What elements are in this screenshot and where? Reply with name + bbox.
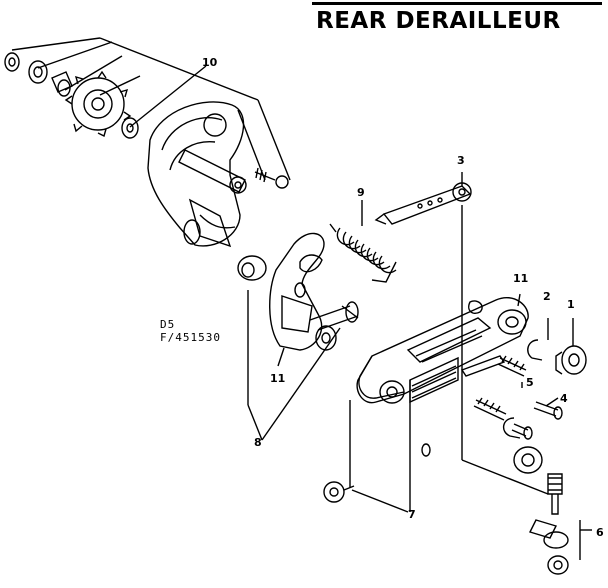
jockey-pulley-icon	[64, 70, 132, 138]
callout-1: 1	[567, 298, 575, 311]
anchor-bolt-icon	[529, 473, 569, 575]
callout-leaders	[247, 290, 592, 560]
callout-7: 7	[408, 508, 416, 521]
reference-code-line2: F/451530	[160, 331, 221, 344]
leader-lines-10	[11, 37, 291, 181]
washer-icon	[28, 60, 48, 84]
washer-icon	[121, 117, 139, 139]
callout-10: 10	[202, 56, 218, 69]
callout-3: 3	[457, 154, 465, 167]
pivot-bolt-icon	[309, 301, 359, 351]
callout-9: 9	[357, 186, 365, 199]
bushing-icon	[51, 71, 73, 93]
derailleur-body-icon	[356, 297, 529, 404]
lock-washer-icon	[513, 446, 543, 474]
screw-icon	[254, 167, 289, 189]
circlip-icon	[527, 339, 543, 361]
diagram-title: REAR DERAILLEUR	[316, 8, 561, 34]
nut-icon	[555, 345, 587, 375]
callout-11-right: 11	[513, 272, 529, 285]
pin-icon	[323, 380, 431, 503]
callout-4: 4	[560, 392, 568, 405]
pulley-cage-icon	[147, 101, 247, 248]
callout-11-left: 11	[270, 372, 286, 385]
callout-8: 8	[254, 436, 262, 449]
washer-icon	[237, 255, 267, 281]
outer-plate-icon	[269, 232, 325, 351]
link-arm-icon	[374, 182, 472, 225]
title-rule	[312, 2, 602, 5]
callout-5: 5	[526, 376, 534, 389]
circlip-icon	[503, 417, 521, 439]
coil-spring-icon	[329, 223, 397, 283]
washer-icon	[4, 52, 20, 72]
reference-code-line1: D5	[160, 318, 176, 331]
callout-2: 2	[543, 290, 551, 303]
callout-6: 6	[596, 526, 604, 539]
